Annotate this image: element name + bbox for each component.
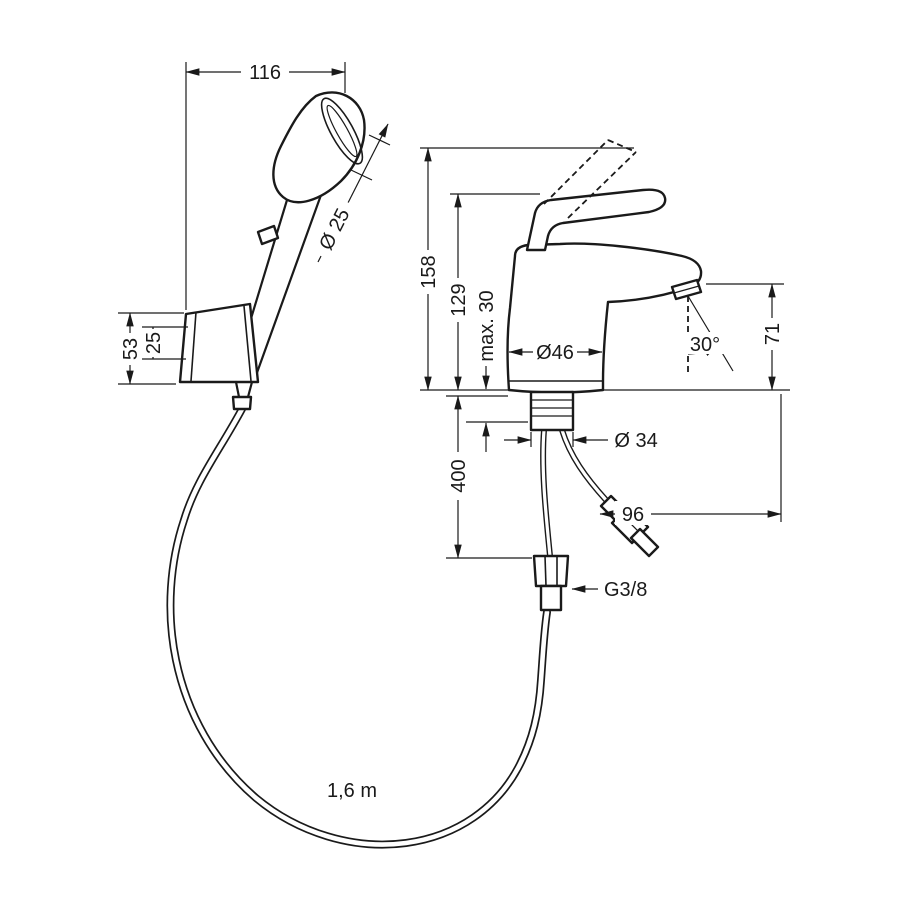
base-reference-lines bbox=[420, 389, 790, 423]
dim-53-label: 53 bbox=[120, 338, 142, 360]
dim-handshower-width: 116 bbox=[185, 59, 346, 310]
shower-hose bbox=[166, 405, 551, 849]
dim-mounting-hole-diameter: Ø 34 bbox=[504, 427, 664, 452]
hand-shower bbox=[178, 91, 366, 411]
dim-96-label: 96 bbox=[622, 504, 644, 526]
supply-hoses bbox=[540, 427, 609, 559]
dim-g38-label: G3/8 bbox=[604, 579, 647, 601]
dim-71-label: 71 bbox=[762, 323, 784, 345]
dim-30deg-label: 30° bbox=[690, 334, 720, 356]
dim-25-label: 25 bbox=[143, 332, 165, 354]
dim-faucet-handle-height: 129 bbox=[445, 193, 540, 391]
dim-spray-angle: 30° bbox=[686, 332, 724, 356]
hose-fitting bbox=[532, 554, 570, 612]
dim-thread-size: G3/8 bbox=[571, 579, 647, 601]
dim-faucet-total-height: 158 bbox=[415, 147, 634, 391]
dim-dia34-label: Ø 34 bbox=[614, 430, 657, 452]
dim-max-mounting-thickness: max. 30 bbox=[473, 286, 498, 452]
hose-length-label: 1,6 m bbox=[327, 780, 377, 802]
dim-max30-label: max. 30 bbox=[476, 290, 498, 361]
faucet bbox=[506, 139, 703, 432]
dim-holder-height: 53 bbox=[117, 312, 184, 385]
dim-spout-height: 71 bbox=[706, 283, 784, 391]
dim-connector-projection: 96 bbox=[599, 394, 782, 526]
handshower-spray-face-inner bbox=[326, 104, 358, 158]
handshower-tip-left bbox=[234, 380, 241, 399]
dim-holder-inner: 25 bbox=[141, 326, 188, 360]
dim-hose-connection-length: 400 bbox=[445, 395, 532, 559]
dim-116-label: 116 bbox=[249, 62, 281, 84]
faucet-shank bbox=[529, 390, 575, 432]
dim-400-label: 400 bbox=[448, 459, 470, 492]
faucet-body bbox=[506, 242, 703, 394]
dim-158-label: 158 bbox=[418, 255, 440, 288]
dim-129-label: 129 bbox=[448, 283, 470, 316]
faucet-handle bbox=[525, 188, 667, 252]
handshower-tip-right bbox=[246, 380, 254, 399]
handshower-spray-face bbox=[320, 97, 364, 165]
handshower-cone-right-edge bbox=[252, 193, 323, 383]
dim-dia46-label: Ø46 bbox=[536, 342, 574, 364]
handshower-clip bbox=[256, 224, 280, 246]
faucet-handle-raised-outline bbox=[543, 139, 637, 219]
dim-base-diameter: Ø46 bbox=[508, 339, 603, 364]
holder-inner-line-right bbox=[243, 305, 252, 382]
handshower-hose-nut bbox=[231, 395, 253, 411]
handshower-head bbox=[272, 91, 366, 204]
holder-inner-line-left bbox=[190, 311, 197, 382]
